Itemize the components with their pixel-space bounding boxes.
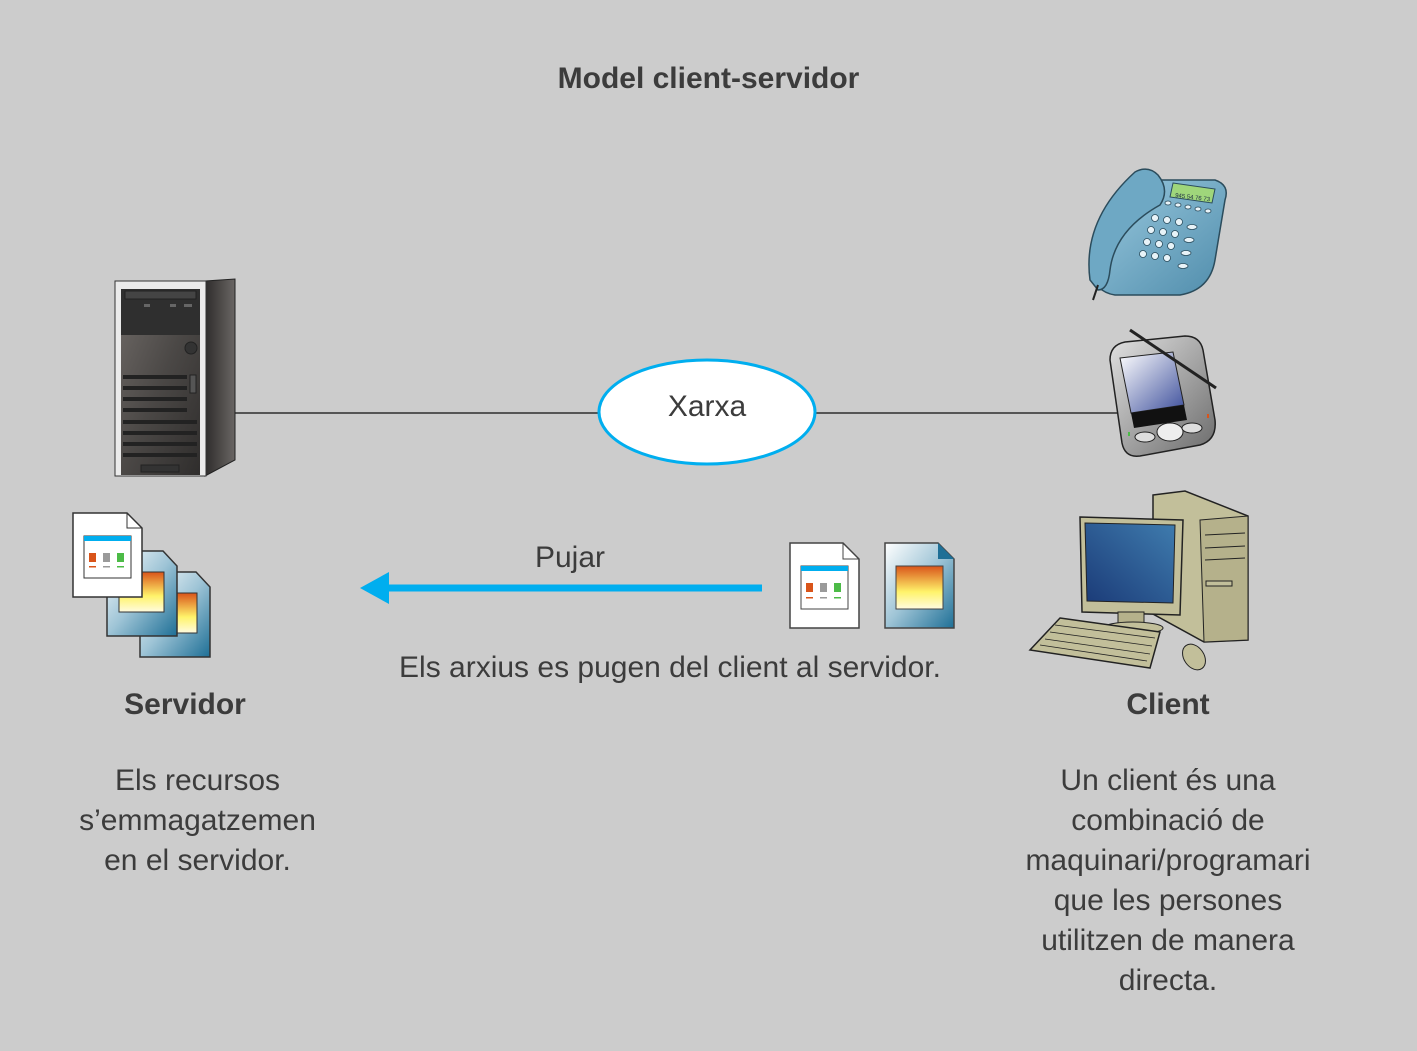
document-stack-icon — [72, 512, 211, 658]
network-cloud — [597, 358, 817, 466]
image-document-icon — [884, 542, 955, 629]
desk-phone-icon: 945 54 76 73 — [1088, 168, 1227, 301]
upload-caption: Els arxius es pugen del client al servid… — [399, 651, 941, 684]
server-heading: Servidor — [124, 688, 246, 721]
server-description-line: s’emmagatzemen — [79, 804, 316, 837]
client-description: Un client és una combinació de maquinari… — [990, 761, 1346, 1001]
diagram-title: Model client-servidor — [557, 62, 860, 95]
server-description-line: en el servidor. — [104, 844, 291, 877]
client-description-line: combinació de — [1071, 804, 1265, 837]
client-description-line: directa. — [1118, 964, 1218, 997]
client-description-line: Un client és una — [1060, 764, 1276, 797]
client-heading: Client — [1126, 688, 1210, 721]
chart-document-icon — [789, 542, 860, 629]
upload-label: Pujar — [534, 541, 606, 574]
server-description-line: Els recursos — [114, 764, 281, 797]
upload-arrow — [360, 572, 762, 604]
pda-icon — [1109, 328, 1217, 457]
client-description-line: maquinari/programari — [1025, 844, 1311, 877]
server-description: Els recursos s’emmagatzemen en el servid… — [60, 761, 335, 881]
phone-display-text: 945 54 76 73 — [1175, 193, 1211, 203]
server-tower-icon — [114, 278, 236, 477]
client-description-line: que les persones — [1053, 884, 1283, 917]
client-description-line: utilitzen de manera — [1041, 924, 1295, 957]
desktop-computer-icon — [1028, 490, 1249, 671]
network-label: Xarxa — [667, 390, 747, 423]
